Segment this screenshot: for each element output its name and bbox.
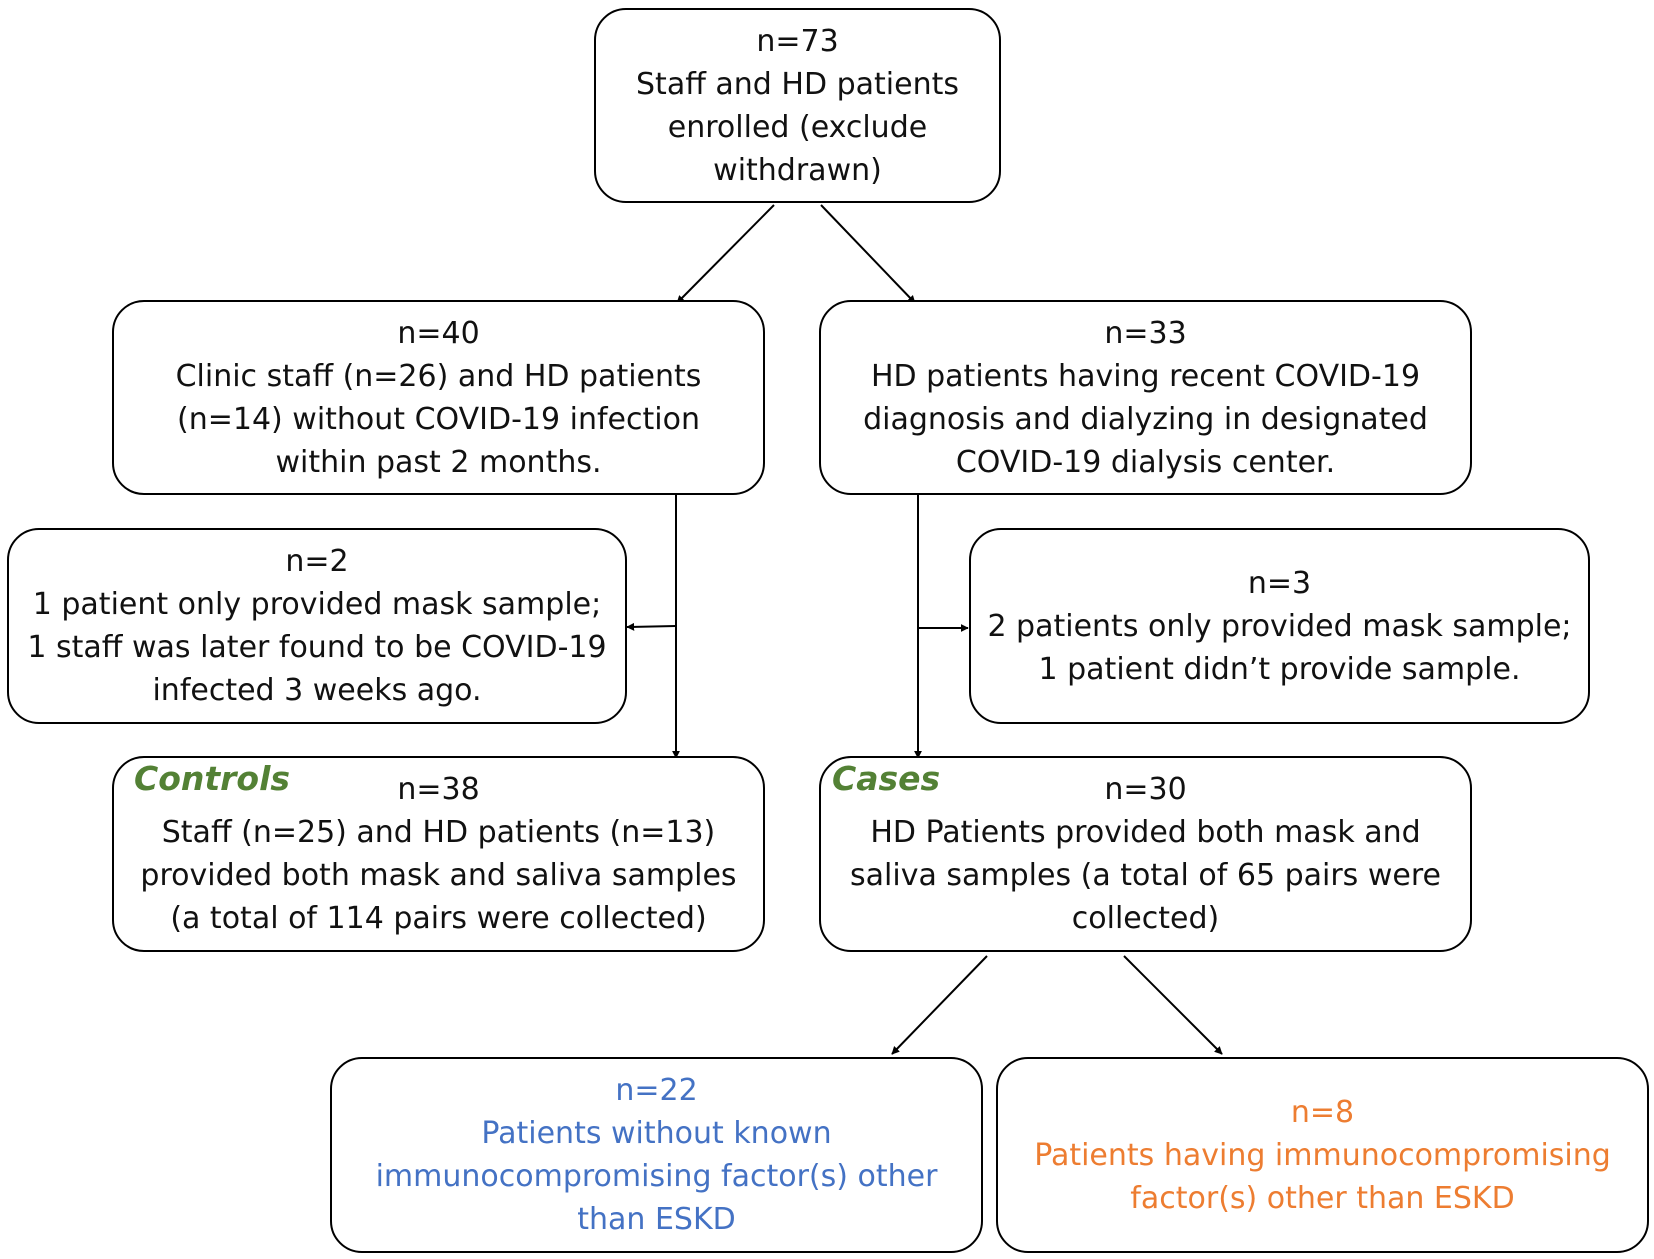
excluded-left-line-3: infected 3 weeks ago. <box>152 673 482 708</box>
cases-line-2: saliva samples (a total of 65 pairs were <box>850 858 1441 893</box>
cases-group-label: Cases <box>832 759 941 798</box>
box-excluded-right: n=3 2 patients only provided mask sample… <box>969 528 1590 724</box>
without-factor-line-2: immunocompromising factor(s) other <box>375 1159 938 1194</box>
controls-line-2: provided both mask and saliva samples <box>140 858 737 893</box>
without-factor-line-1: Patients without known <box>481 1116 832 1151</box>
arrow-to-excluded-left <box>626 622 677 631</box>
no-covid-line-3: within past 2 months. <box>275 444 602 480</box>
enrolled-line-3: withdrawn) <box>713 152 882 188</box>
covid-count: n=33 <box>1104 315 1187 351</box>
covid-line-1: HD patients having recent COVID-19 <box>870 358 1421 394</box>
with-factor-count: n=8 <box>1290 1094 1355 1130</box>
excluded-left-line-2: 1 staff was later found to be COVID-19 <box>27 630 607 665</box>
arrow-enrolled-to-no-covid <box>676 204 775 304</box>
arrow-cases-to-with-factor <box>1123 955 1223 1055</box>
excluded-left-line-1: 1 patient only provided mask sample; <box>32 587 602 622</box>
cases-count: n=30 <box>1104 772 1187 807</box>
cases-line-3: collected) <box>1071 901 1220 936</box>
box-with-factor: n=8 Patients having immunocompromising f… <box>996 1057 1649 1253</box>
without-factor-line-3: than ESKD <box>577 1202 736 1237</box>
cases-line-1: HD Patients provided both mask and <box>870 815 1421 850</box>
box-controls: n=38 Staff (n=25) and HD patients (n=13)… <box>112 756 765 952</box>
enrolled-count: n=73 <box>756 23 839 59</box>
box-cases: n=30 HD Patients provided both mask and … <box>819 756 1472 952</box>
box-excluded-left: n=2 1 patient only provided mask sample;… <box>7 528 627 724</box>
no-covid-line-1: Clinic staff (n=26) and HD patients <box>175 358 702 394</box>
without-factor-count: n=22 <box>615 1073 698 1108</box>
covid-line-3: COVID-19 dialysis center. <box>955 444 1336 480</box>
box-without-factor: n=22 Patients without known immunocompro… <box>330 1057 983 1253</box>
controls-count: n=38 <box>397 772 480 807</box>
controls-group-label: Controls <box>134 759 291 798</box>
excluded-right-line-1: 2 patients only provided mask sample; <box>987 608 1572 644</box>
enrolled-line-2: enrolled (exclude <box>667 109 928 145</box>
box-enrolled: n=73 Staff and HD patients enrolled (exc… <box>594 8 1001 203</box>
excluded-left-count: n=2 <box>285 544 349 579</box>
excluded-right-line-2: 1 patient didn’t provide sample. <box>1038 651 1521 687</box>
arrow-cases-to-without-factor <box>891 955 988 1055</box>
excluded-right-count: n=3 <box>1247 565 1312 601</box>
controls-line-3: (a total of 114 pairs were collected) <box>170 901 707 936</box>
box-covid: n=33 HD patients having recent COVID-19 … <box>819 300 1472 495</box>
controls-line-1: Staff (n=25) and HD patients (n=13) <box>161 815 716 850</box>
enrolled-line-1: Staff and HD patients <box>636 66 959 102</box>
with-factor-line-2: factor(s) other than ESKD <box>1130 1180 1515 1216</box>
covid-line-2: diagnosis and dialyzing in designated <box>863 401 1428 437</box>
box-no-covid: n=40 Clinic staff (n=26) and HD patients… <box>112 300 765 495</box>
arrow-enrolled-to-covid <box>820 204 916 304</box>
no-covid-line-2: (n=14) without COVID-19 infection <box>177 401 700 437</box>
no-covid-count: n=40 <box>397 315 480 351</box>
with-factor-line-1: Patients having immunocompromising <box>1034 1137 1611 1173</box>
